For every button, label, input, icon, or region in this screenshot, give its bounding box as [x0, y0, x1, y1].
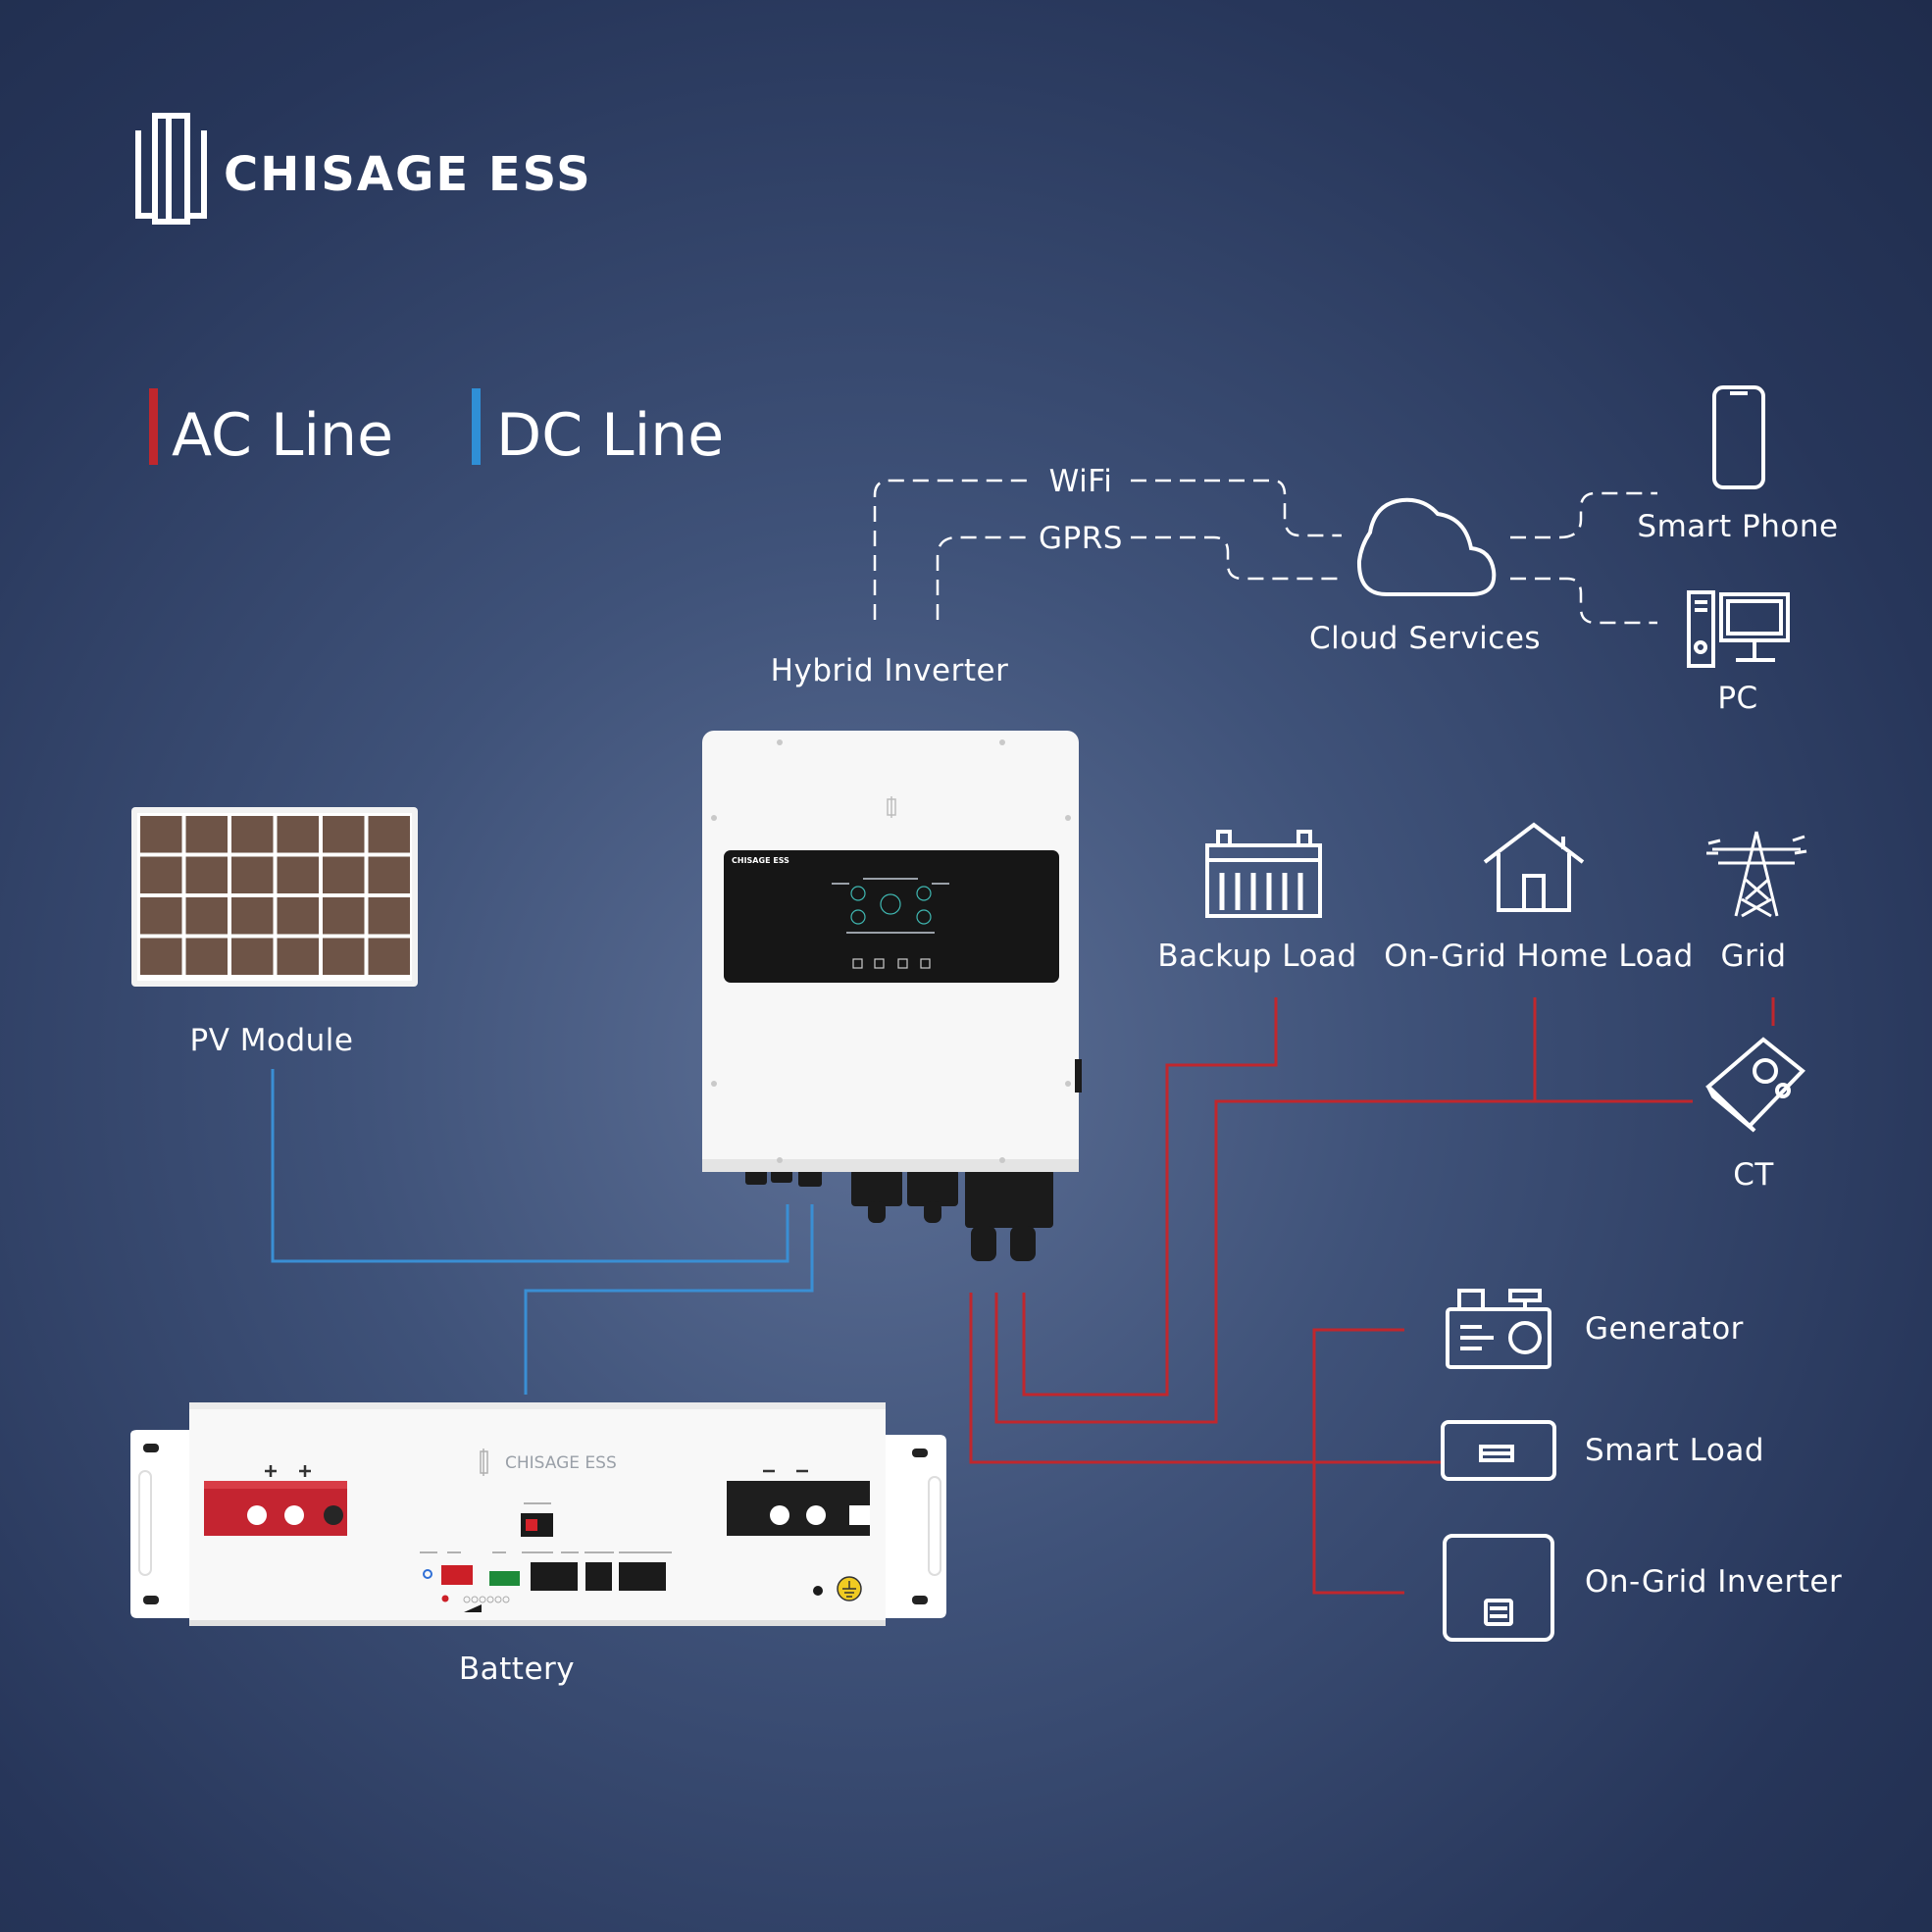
ac-line-generator-bus [969, 1293, 1442, 1464]
pv-cell [323, 816, 365, 853]
brand-name: CHISAGE ESS [224, 147, 592, 202]
ac-line-gen-branch [1312, 1328, 1404, 1595]
ct-label: CT [1733, 1157, 1774, 1193]
pv-cell [323, 938, 365, 975]
phone-line [1510, 491, 1657, 539]
dc-line-pv [271, 1069, 789, 1263]
dc-lines [271, 1069, 814, 1395]
pv-cell [185, 938, 228, 975]
grid-label: Grid [1720, 939, 1787, 974]
cloud-services-label: Cloud Services [1308, 621, 1542, 656]
pv-cell [231, 938, 274, 975]
generator-icon [1446, 1289, 1551, 1369]
grid-tower-icon [1706, 831, 1807, 918]
battery-panel-brand: CHISAGE ESS [505, 1453, 617, 1473]
pv-cell [231, 856, 274, 893]
on-grid-inverter-label: On-Grid Inverter [1585, 1564, 1843, 1600]
ct-icon [1705, 1037, 1805, 1133]
house-icon [1483, 822, 1585, 912]
battery-label: Battery [458, 1652, 576, 1687]
hybrid-inverter-label: Hybrid Inverter [770, 653, 1009, 688]
ac-line-backup-load [1022, 997, 1278, 1397]
inverter-panel-brand: CHISAGE ESS [732, 856, 789, 865]
gprs-line-right [1131, 535, 1342, 581]
pv-cell [277, 938, 319, 975]
comm-lines [873, 479, 1657, 625]
smart-phone-icon [1712, 385, 1765, 489]
dc-line-battery [524, 1204, 814, 1395]
gprs-label: GPRS [1039, 521, 1123, 556]
pv-cell [368, 897, 410, 935]
pv-module-image [131, 807, 418, 987]
cloud-icon [1356, 497, 1497, 596]
pv-cell [231, 897, 274, 935]
smart-phone-label: Smart Phone [1637, 509, 1839, 544]
legend-dc-swatch [472, 388, 481, 465]
pv-cell [140, 897, 182, 935]
hybrid-inverter-image: CHISAGE ESS [702, 731, 1082, 1261]
pc-line [1510, 577, 1657, 625]
smart-load-icon [1441, 1420, 1556, 1481]
pc-label: PC [1717, 681, 1758, 716]
legend-ac-label: AC Line [172, 401, 393, 470]
pv-cell [368, 938, 410, 975]
pv-cell [323, 856, 365, 893]
on-grid-inverter-icon [1443, 1534, 1554, 1642]
legend-dc-label: DC Line [496, 401, 725, 470]
pv-cell [368, 816, 410, 853]
on-grid-home-load-label: On-Grid Home Load [1384, 939, 1694, 974]
legend-ac-swatch [149, 388, 158, 465]
pv-cell [140, 816, 182, 853]
ac-line-grid [994, 1099, 1693, 1424]
pv-cell [140, 856, 182, 893]
pv-cell [368, 856, 410, 893]
pv-cell [231, 816, 274, 853]
battery-image: CHISAGE ESS [130, 1402, 946, 1626]
pc-icon [1687, 590, 1790, 668]
pv-module-label: PV Module [189, 1023, 354, 1058]
gprs-line-left [936, 535, 1032, 620]
smart-load-label: Smart Load [1585, 1433, 1764, 1468]
generator-label: Generator [1585, 1311, 1744, 1347]
pv-cell [323, 897, 365, 935]
wifi-label: WiFi [1048, 464, 1113, 499]
wifi-line-right [1131, 479, 1342, 537]
pv-cell [140, 938, 182, 975]
pv-cell [277, 816, 319, 853]
pv-cell [185, 816, 228, 853]
pv-cell [277, 897, 319, 935]
ac-lines [969, 997, 1775, 1595]
wifi-line-left [873, 479, 1032, 620]
pv-cell [277, 856, 319, 893]
chisage-logo-icon [135, 113, 207, 225]
backup-load-label: Backup Load [1157, 939, 1357, 974]
pv-cell [185, 856, 228, 893]
backup-load-icon [1205, 830, 1322, 918]
pv-cell [185, 897, 228, 935]
